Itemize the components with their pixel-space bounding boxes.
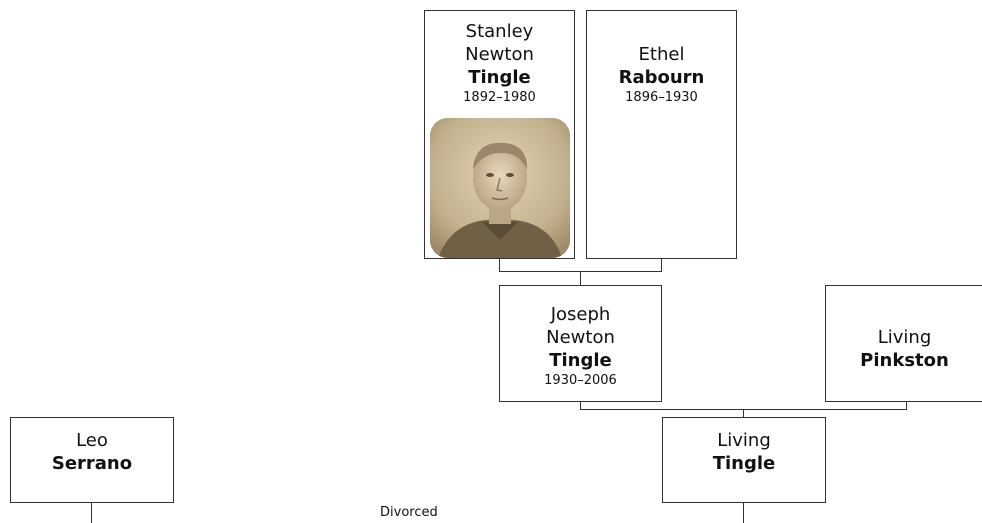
surname: Tingle bbox=[712, 453, 776, 474]
given-name: Joseph bbox=[550, 304, 611, 325]
portrait-image bbox=[430, 118, 570, 258]
connector-line bbox=[906, 402, 907, 409]
surname: Serrano bbox=[51, 453, 133, 474]
given-name: Newton bbox=[465, 44, 534, 65]
surname: Rabourn bbox=[618, 67, 705, 88]
person-card-leo-serrano[interactable]: Leo Serrano bbox=[10, 417, 174, 503]
given-name: Living bbox=[877, 327, 932, 348]
life-dates: 1930–2006 bbox=[544, 373, 617, 388]
given-name: Newton bbox=[546, 327, 615, 348]
portrait-photo[interactable] bbox=[430, 118, 570, 258]
surname: Pinkston bbox=[860, 350, 949, 371]
person-card-living-pinkston[interactable]: Living Pinkston bbox=[825, 285, 982, 402]
given-name: Stanley bbox=[465, 21, 534, 42]
person-card-joseph-tingle[interactable]: Joseph Newton Tingle 1930–2006 bbox=[499, 285, 662, 402]
connector-line bbox=[743, 409, 744, 417]
connector-line bbox=[499, 259, 500, 271]
connector-line bbox=[91, 503, 92, 523]
given-name: Leo bbox=[76, 430, 108, 451]
person-card-living-tingle[interactable]: Living Tingle bbox=[662, 417, 826, 503]
surname: Tingle bbox=[468, 67, 531, 88]
person-card-ethel-rabourn[interactable]: Ethel Rabourn 1896–1930 bbox=[586, 10, 737, 259]
life-dates: 1896–1930 bbox=[625, 90, 698, 105]
life-dates: 1892–1980 bbox=[463, 90, 536, 105]
relationship-status-label: Divorced bbox=[380, 505, 438, 520]
connector-line bbox=[580, 402, 581, 409]
person-card-stanley-tingle[interactable]: Stanley Newton Tingle 1892–1980 bbox=[424, 10, 575, 259]
connector-line bbox=[661, 259, 662, 271]
surname: Tingle bbox=[549, 350, 612, 371]
given-name: Living bbox=[717, 430, 771, 451]
connector-line bbox=[580, 271, 581, 285]
given-name: Ethel bbox=[638, 44, 685, 65]
connector-line bbox=[743, 503, 744, 523]
